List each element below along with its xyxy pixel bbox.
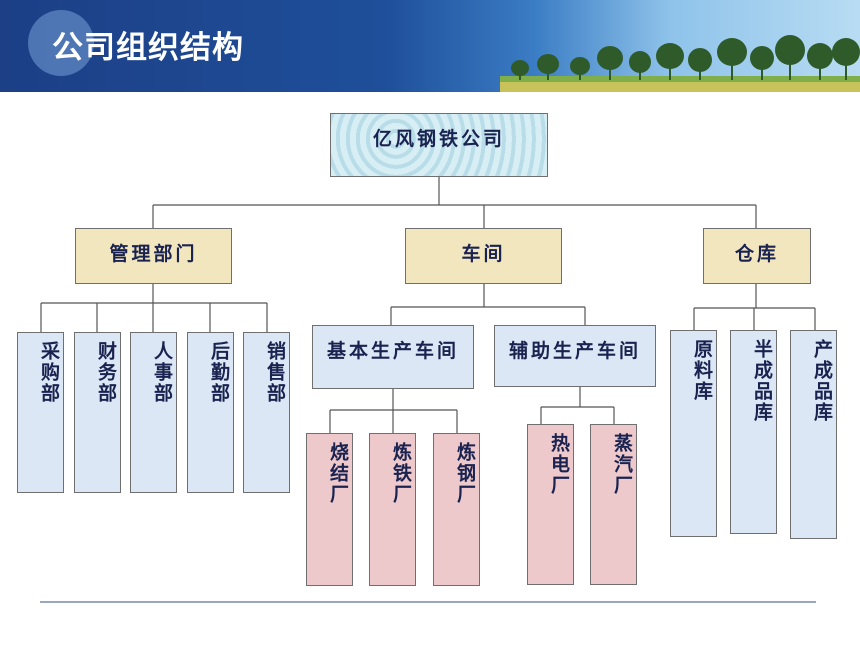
org-node-steelmaking-plant: 炼钢厂: [433, 433, 480, 586]
header-banner: 公司组织结构: [0, 0, 860, 92]
org-node-auxiliary-production: 辅助生产车间: [494, 325, 656, 387]
org-node-finished-goods-store: 产成品库: [790, 330, 837, 539]
org-node-management-label: 管理部门: [109, 243, 198, 265]
org-node-warehouse: 仓库: [703, 228, 811, 284]
org-node-basic-production: 基本生产车间: [312, 325, 474, 389]
org-node-basic-production-label: 基本生产车间: [326, 340, 459, 362]
landscape-trees-icon: [500, 35, 860, 92]
org-node-thermal-power-plant: 热电厂: [527, 424, 574, 585]
footer-divider: [40, 601, 816, 603]
org-node-auxiliary-production-label: 辅助生产车间: [508, 340, 641, 362]
org-node-sintering-plant-label: 烧结厂: [327, 442, 349, 505]
org-node-finance: 财务部: [74, 332, 121, 493]
org-node-hr-label: 人事部: [151, 341, 173, 404]
org-node-sintering-plant: 烧结厂: [306, 433, 353, 586]
org-node-thermal-power-plant-label: 热电厂: [548, 433, 570, 496]
title-circle-decoration: [28, 10, 94, 76]
org-node-sales-label: 销售部: [264, 341, 286, 404]
org-node-purchasing-label: 采购部: [38, 341, 60, 404]
org-node-management: 管理部门: [75, 228, 232, 284]
org-node-root: 亿风钢铁公司: [330, 113, 548, 177]
org-node-workshop-label: 车间: [461, 243, 506, 265]
org-node-sales: 销售部: [243, 332, 290, 493]
org-node-steelmaking-plant-label: 炼钢厂: [454, 442, 476, 505]
org-node-finance-label: 财务部: [95, 341, 117, 404]
org-node-warehouse-label: 仓库: [734, 243, 779, 265]
org-node-steam-plant-label: 蒸汽厂: [611, 433, 633, 496]
org-node-raw-material-store-label: 原料库: [691, 339, 713, 402]
org-node-workshop: 车间: [405, 228, 562, 284]
org-node-semi-finished-store: 半成品库: [730, 330, 777, 534]
org-node-semi-finished-store-label: 半成品库: [751, 339, 773, 423]
org-node-ironmaking-plant: 炼铁厂: [369, 433, 416, 586]
org-node-ironmaking-plant-label: 炼铁厂: [390, 442, 412, 505]
org-node-raw-material-store: 原料库: [670, 330, 717, 537]
org-node-logistics: 后勤部: [187, 332, 234, 493]
page-title: 公司组织结构: [52, 30, 244, 66]
org-node-hr: 人事部: [130, 332, 177, 493]
org-node-logistics-label: 后勤部: [208, 341, 230, 404]
org-node-steam-plant: 蒸汽厂: [590, 424, 637, 585]
org-node-purchasing: 采购部: [17, 332, 64, 493]
org-node-finished-goods-store-label: 产成品库: [811, 339, 833, 423]
org-node-root-label: 亿风钢铁公司: [372, 128, 505, 150]
